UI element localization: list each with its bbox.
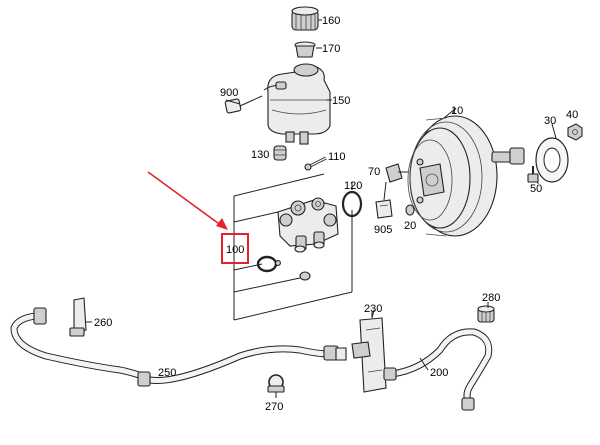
label-280: 280 <box>482 292 500 304</box>
part-280-cap[interactable] <box>477 305 495 323</box>
label-905: 905 <box>374 224 392 236</box>
part-10-brake-booster[interactable] <box>407 107 525 237</box>
label-110: 110 <box>328 151 346 163</box>
part-110-pin[interactable] <box>304 156 327 171</box>
part-30-gasket[interactable] <box>535 137 569 183</box>
label-200: 200 <box>430 367 448 379</box>
label-250: 250 <box>158 367 176 379</box>
label-50: 50 <box>530 183 542 195</box>
part-130-grommet[interactable] <box>273 145 287 161</box>
highlight-box-100 <box>221 233 249 264</box>
part-100-master-cylinder-frame <box>233 173 353 321</box>
label-40: 40 <box>566 109 578 121</box>
label-30: 30 <box>544 115 556 127</box>
label-160: 160 <box>322 15 340 27</box>
label-170: 170 <box>322 43 340 55</box>
part-20-washer[interactable] <box>405 204 415 216</box>
part-50-bolt[interactable] <box>527 166 539 183</box>
part-70-sensor[interactable] <box>385 163 408 183</box>
highlight-arrow <box>147 171 228 230</box>
label-230: 230 <box>364 303 382 315</box>
part-160-reservoir-cap[interactable] <box>291 6 322 31</box>
part-40-nut[interactable] <box>567 123 583 141</box>
part-100-master-cylinder[interactable] <box>277 197 339 253</box>
part-230-check-valve[interactable] <box>351 309 387 393</box>
part-100-seal-ring[interactable] <box>256 255 311 281</box>
part-260-clip[interactable] <box>69 297 92 337</box>
label-150: 150 <box>332 95 350 107</box>
label-10: 10 <box>451 105 463 117</box>
part-150-brake-fluid-reservoir[interactable] <box>263 63 332 145</box>
part-905-connector[interactable] <box>375 181 393 219</box>
part-270-clamp[interactable] <box>267 374 285 398</box>
label-130: 130 <box>251 149 269 161</box>
label-900: 900 <box>220 87 238 99</box>
label-20: 20 <box>404 220 416 232</box>
label-100: 100 <box>226 244 244 256</box>
leader-lines <box>225 19 557 318</box>
label-270: 270 <box>265 401 283 413</box>
part-250-vacuum-line[interactable] <box>10 307 347 387</box>
label-70: 70 <box>368 166 380 178</box>
part-200-vacuum-hose[interactable] <box>383 328 493 411</box>
part-900-clip[interactable] <box>224 95 263 114</box>
label-120: 120 <box>344 180 362 192</box>
label-260: 260 <box>94 317 112 329</box>
part-170-strainer[interactable] <box>294 41 322 58</box>
